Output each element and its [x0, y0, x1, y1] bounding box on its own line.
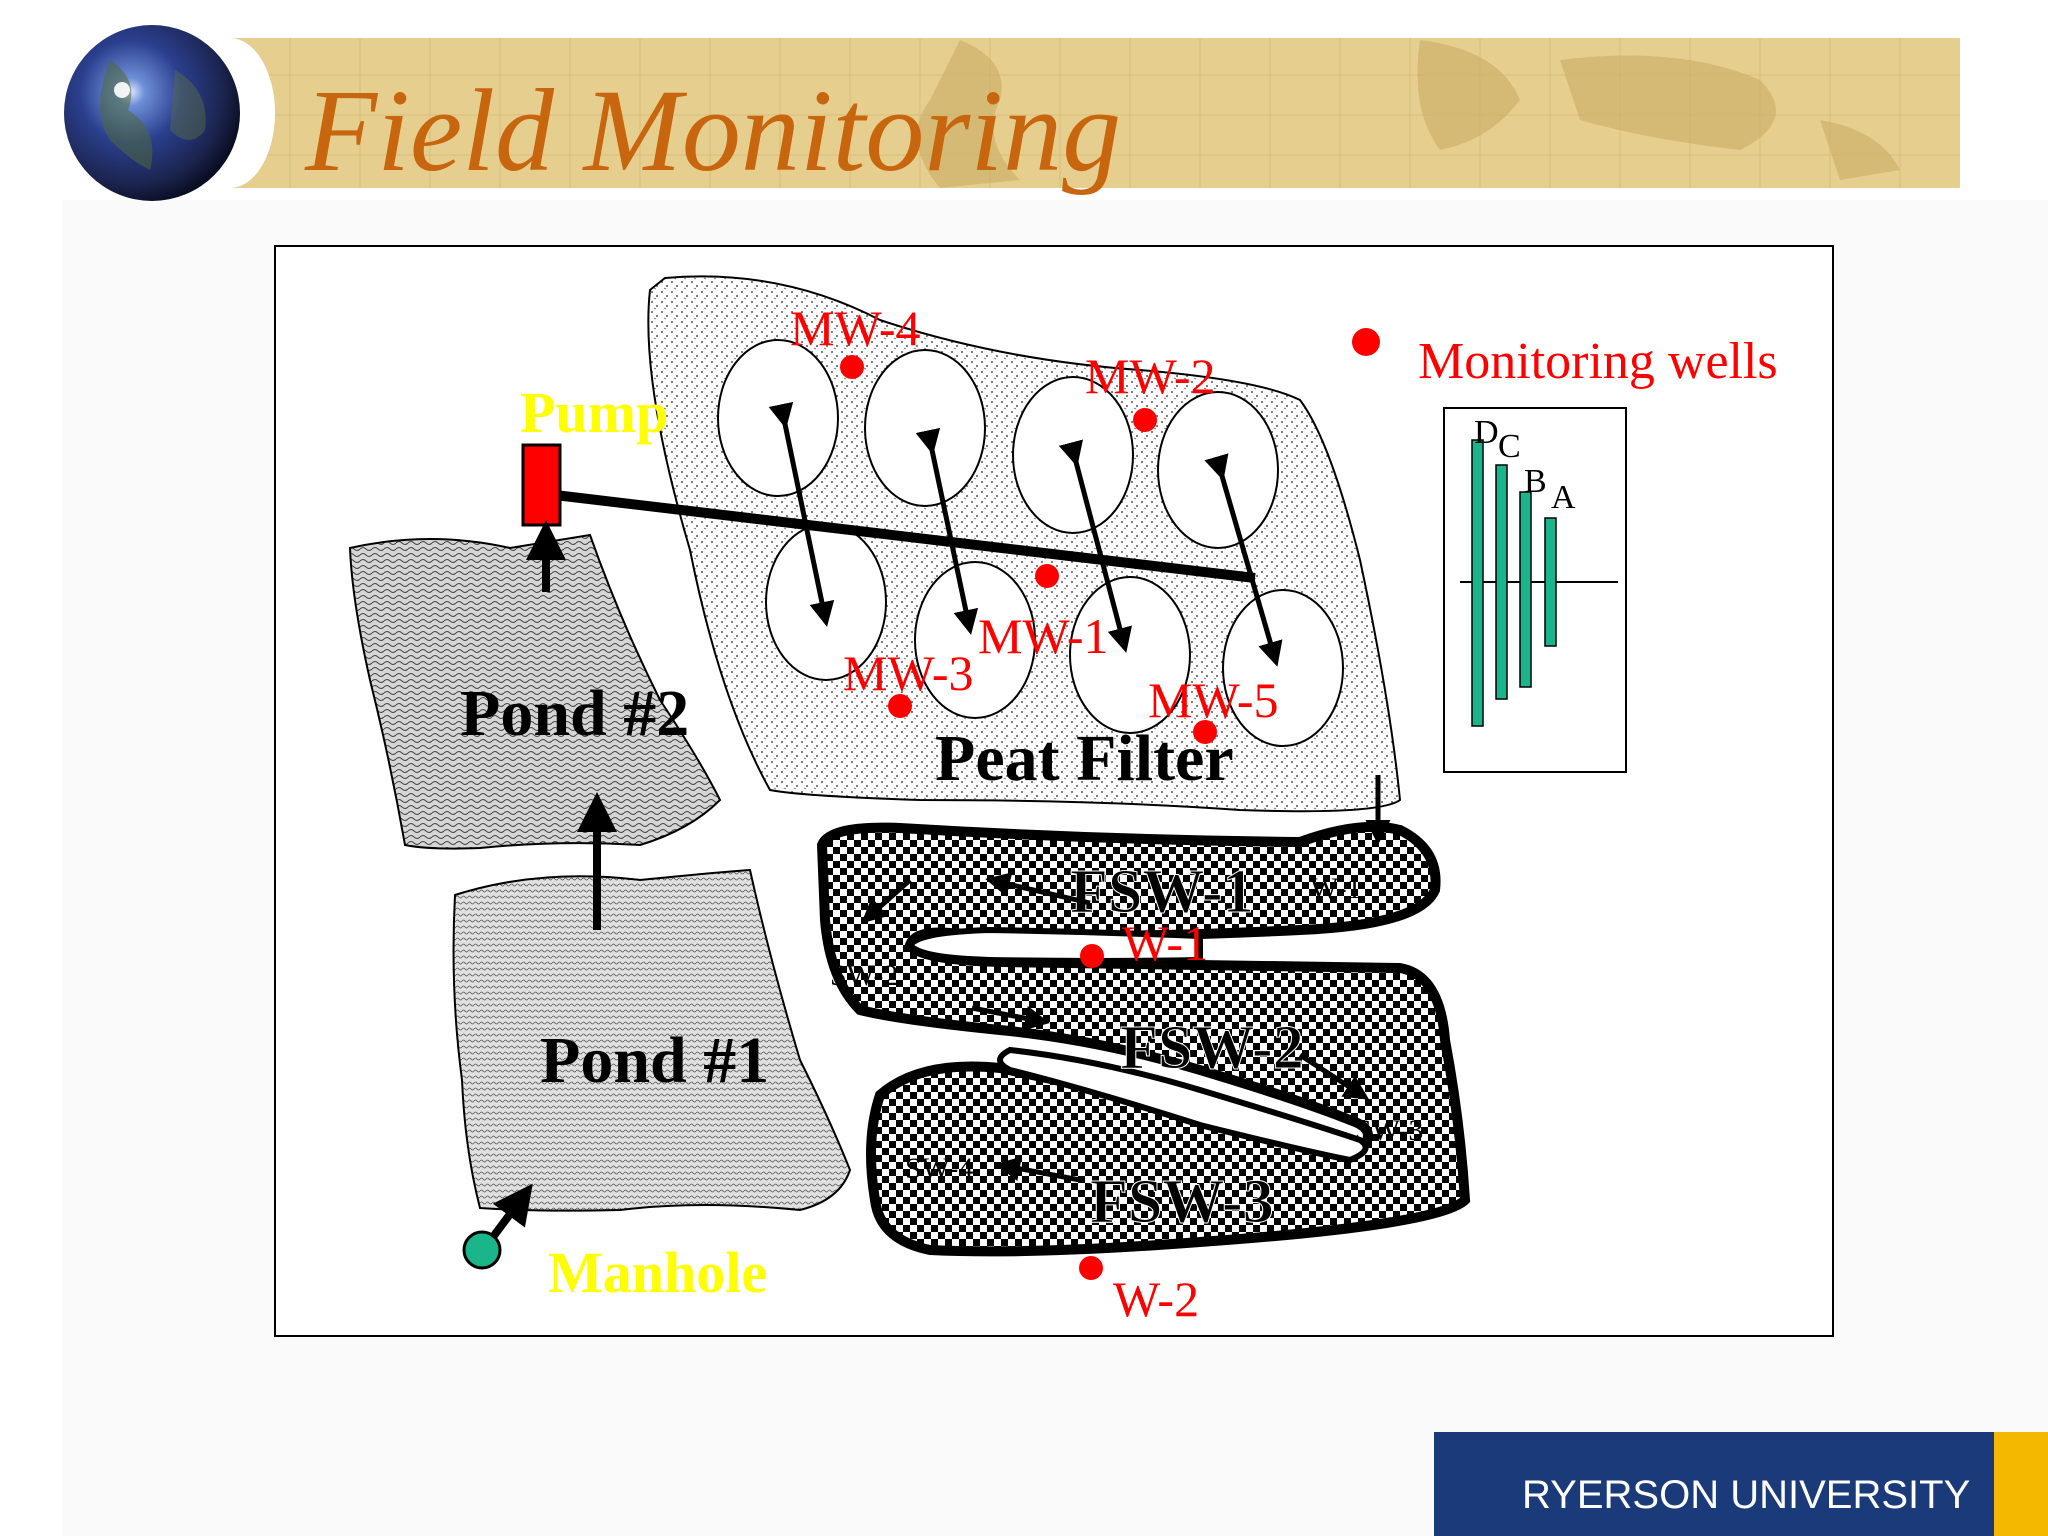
well-marker-mw3: [888, 694, 912, 718]
title-banner: [185, 38, 1960, 188]
well-marker-mw4: [840, 355, 864, 379]
ryerson-logo: RYERSON UNIVERSITY: [1434, 1432, 2048, 1536]
well-label-w1: W-1: [1122, 915, 1208, 971]
banner-map-shapes: [917, 40, 1900, 188]
sample-point-sw2: SW-2: [830, 959, 898, 992]
pond-2-label: Pond #2: [460, 677, 689, 750]
well-label-mw1: MW-1: [978, 608, 1109, 664]
globe-icon: [64, 25, 240, 201]
pump-pipe: [554, 490, 1256, 583]
wetland-channel-2: [997, 1046, 1369, 1164]
peat-filter-label: Peat Filter: [935, 722, 1234, 795]
sample-point-sw3: SW-3: [1355, 1114, 1423, 1147]
well-marker-mw5: [1193, 720, 1217, 744]
legend-depth-bar-d: [1471, 439, 1484, 727]
manhole-label: Manhole: [548, 1240, 767, 1305]
sample-point-sw4: SW-4: [905, 1152, 973, 1185]
sample-point-sw1: W-1: [1310, 872, 1362, 905]
banner-grid: [230, 38, 1960, 188]
pond-1-label: Pond #1: [540, 1024, 769, 1097]
logo-accent: [1994, 1432, 2048, 1536]
legend-depth-label-a: A: [1551, 479, 1576, 516]
filter-cell: [864, 349, 986, 507]
logo-text: RYERSON UNIVERSITY: [1522, 1473, 1970, 1517]
legend-well-marker: [1352, 328, 1380, 356]
well-label-mw3: MW-3: [843, 645, 974, 701]
manhole-icon: [462, 1230, 502, 1270]
legend: Monitoring wells D C B A: [1352, 328, 1778, 773]
wetland-flow-arrows: [861, 775, 1391, 1183]
fsw-2-label: FSW-2: [1120, 1014, 1304, 1082]
well-label-mw4: MW-4: [790, 300, 921, 356]
well-label-mw5: MW-5: [1148, 672, 1279, 728]
slide-title: Field Monitoring: [304, 65, 1121, 196]
legend-monitoring-wells: Monitoring wells: [1418, 333, 1778, 390]
well-marker-mw1: [1035, 564, 1059, 588]
well-marker-w2: [1079, 1256, 1103, 1280]
logo-background: [1434, 1432, 1994, 1536]
fsw-3-label: FSW-3: [1090, 1168, 1274, 1236]
well-label-w2: W-2: [1113, 1271, 1199, 1327]
filter-cell: [717, 339, 839, 497]
wetland-cells: FSW-1 FSW-2 FSW-3 W-1 SW-2 SW-3 SW-4: [816, 775, 1471, 1257]
well-marker-mw2: [1133, 408, 1157, 432]
pump-icon: [521, 443, 562, 527]
legend-depth-label-b: B: [1524, 463, 1547, 500]
fsw-1-label: FSW-1: [1070, 858, 1254, 926]
legend-depth-bar-c: [1495, 464, 1508, 700]
legend-depth-label-c: C: [1498, 428, 1521, 465]
legend-depth-bar-b: [1519, 491, 1532, 688]
well-label-mw2: MW-2: [1085, 348, 1216, 404]
wetland-channel-1: [906, 926, 1203, 964]
legend-depth-bar-a: [1544, 517, 1557, 647]
legend-depth-label-d: D: [1474, 414, 1499, 451]
well-marker-w1: [1080, 944, 1104, 968]
pond-1: [452, 868, 852, 1212]
monitoring-wells: MW-4 MW-2 MW-1 MW-3 MW-5 W-1 W-2: [790, 300, 1279, 1327]
filter-cell: [1157, 391, 1279, 549]
pump-label: Pump: [520, 380, 668, 445]
